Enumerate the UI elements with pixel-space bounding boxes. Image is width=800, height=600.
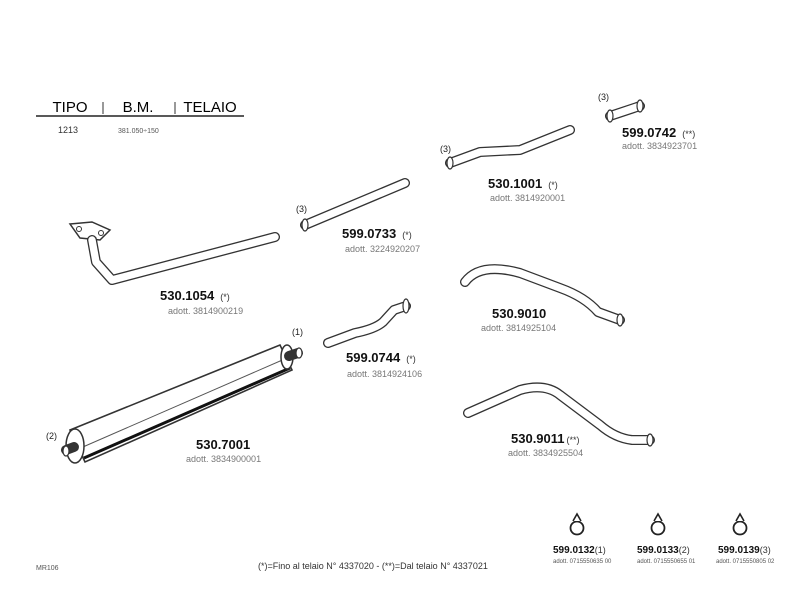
clamp-tab (572, 512, 582, 522)
clamp-ref: adott. 0715550805 02 (716, 559, 775, 565)
pipe-fill (301, 179, 409, 229)
flange-bolt-hole (76, 226, 82, 232)
row-bm: 381.050÷150 (118, 128, 159, 135)
pipe-end (402, 298, 410, 314)
callout-label: (2) (46, 431, 57, 441)
pipe-end (636, 99, 644, 113)
clamp-icon (569, 520, 585, 536)
pipe-fill (464, 383, 654, 444)
clamp-599-0133: 599.0133(2) adott. 0715550655 01 (637, 512, 696, 565)
muffler-body (68, 343, 294, 464)
callout-label: (1) (292, 327, 303, 337)
part-530-9010: 530.9010 adott. 3814925104 (460, 264, 625, 333)
outlet-end (295, 347, 303, 359)
part-label: 599.0733(*) (342, 226, 412, 241)
part-label: 530.1001(*) (488, 176, 558, 191)
part-ref: adott. 3814920001 (490, 193, 565, 203)
part-label: 530.9011(**) (511, 431, 580, 446)
pipe-fill (88, 233, 279, 284)
clamp-tab (735, 512, 745, 522)
pipe-fill (446, 126, 574, 167)
row-tipo: 1213 (58, 125, 78, 135)
clamp-599-0139: 599.0139(3) adott. 0715550805 02 (716, 512, 775, 565)
clamp-icon (650, 520, 666, 536)
footer-note: (*)=Fino al telaio N° 4337020 - (**)=Dal… (258, 561, 488, 571)
part-ref: adott. 3814900219 (168, 306, 243, 316)
part-label: 599.0744(*) (346, 350, 416, 365)
callout-label: (3) (598, 92, 609, 102)
clamp-label: 599.0139(3) (718, 545, 771, 556)
part-530-7001: (1) (2) 530.7001 adott. 3834900001 (46, 327, 303, 464)
part-label: 530.7001 (196, 437, 250, 452)
pipe-end (616, 313, 624, 327)
clamp-label: 599.0133(2) (637, 545, 690, 556)
pipe-end (606, 109, 614, 123)
pipe-end (446, 156, 454, 170)
part-ref: adott. 3834925504 (508, 448, 583, 458)
part-ref: adott. 3224920207 (345, 244, 420, 254)
header-col-telaio: TELAIO (183, 99, 236, 116)
part-599-0744: 599.0744(*) adott. 3814924106 (323, 298, 422, 379)
muffler-seam (75, 357, 288, 451)
part-599-0733: (3) 599.0733(*) adott. 3224920207 (296, 178, 420, 254)
header-col-bm: B.M. (123, 99, 154, 116)
clamp-ref: adott. 0715550655 01 (637, 559, 696, 565)
part-ref: adott. 3834923701 (622, 141, 697, 151)
pipe-fill (461, 265, 624, 324)
header-table: TIPO B.M. TELAIO 1213 381.050÷150 (36, 99, 244, 135)
clamp-icon (732, 520, 748, 536)
clamp-label: 599.0132(1) (553, 545, 606, 556)
pipe-end (301, 218, 309, 232)
part-ref: adott. 3814924106 (347, 369, 422, 379)
flange-bolt-hole (98, 230, 104, 236)
inlet-end (62, 445, 70, 457)
muffler-shadow (83, 366, 291, 460)
pipe-fill (606, 102, 644, 120)
callout-label: (3) (296, 204, 307, 214)
part-ref: adott. 3834900001 (186, 454, 261, 464)
footer-code: MR106 (36, 565, 59, 572)
clamp-ref: adott. 0715550635 00 (553, 559, 612, 565)
part-530-9011: 530.9011(**) adott. 3834925504 (463, 382, 655, 458)
clamp-599-0132: 599.0132(1) adott. 0715550635 00 (553, 512, 612, 565)
part-label: 530.1054(*) (160, 288, 230, 303)
pipe-end (646, 433, 654, 447)
part-599-0742: (3) 599.0742(**) adott. 3834923701 (598, 92, 697, 151)
clamp-tab (653, 512, 663, 522)
part-530-1054: 530.1054(*) adott. 3814900219 (68, 221, 280, 316)
part-530-1001: (3) 530.1001(*) adott. 3814920001 (440, 125, 575, 203)
part-ref: adott. 3814925104 (481, 323, 556, 333)
part-label: 599.0742(**) (622, 125, 695, 140)
pipe-fill (324, 302, 410, 347)
header-col-tipo: TIPO (52, 99, 87, 116)
callout-label: (3) (440, 144, 451, 154)
part-label: 530.9010 (492, 306, 546, 321)
